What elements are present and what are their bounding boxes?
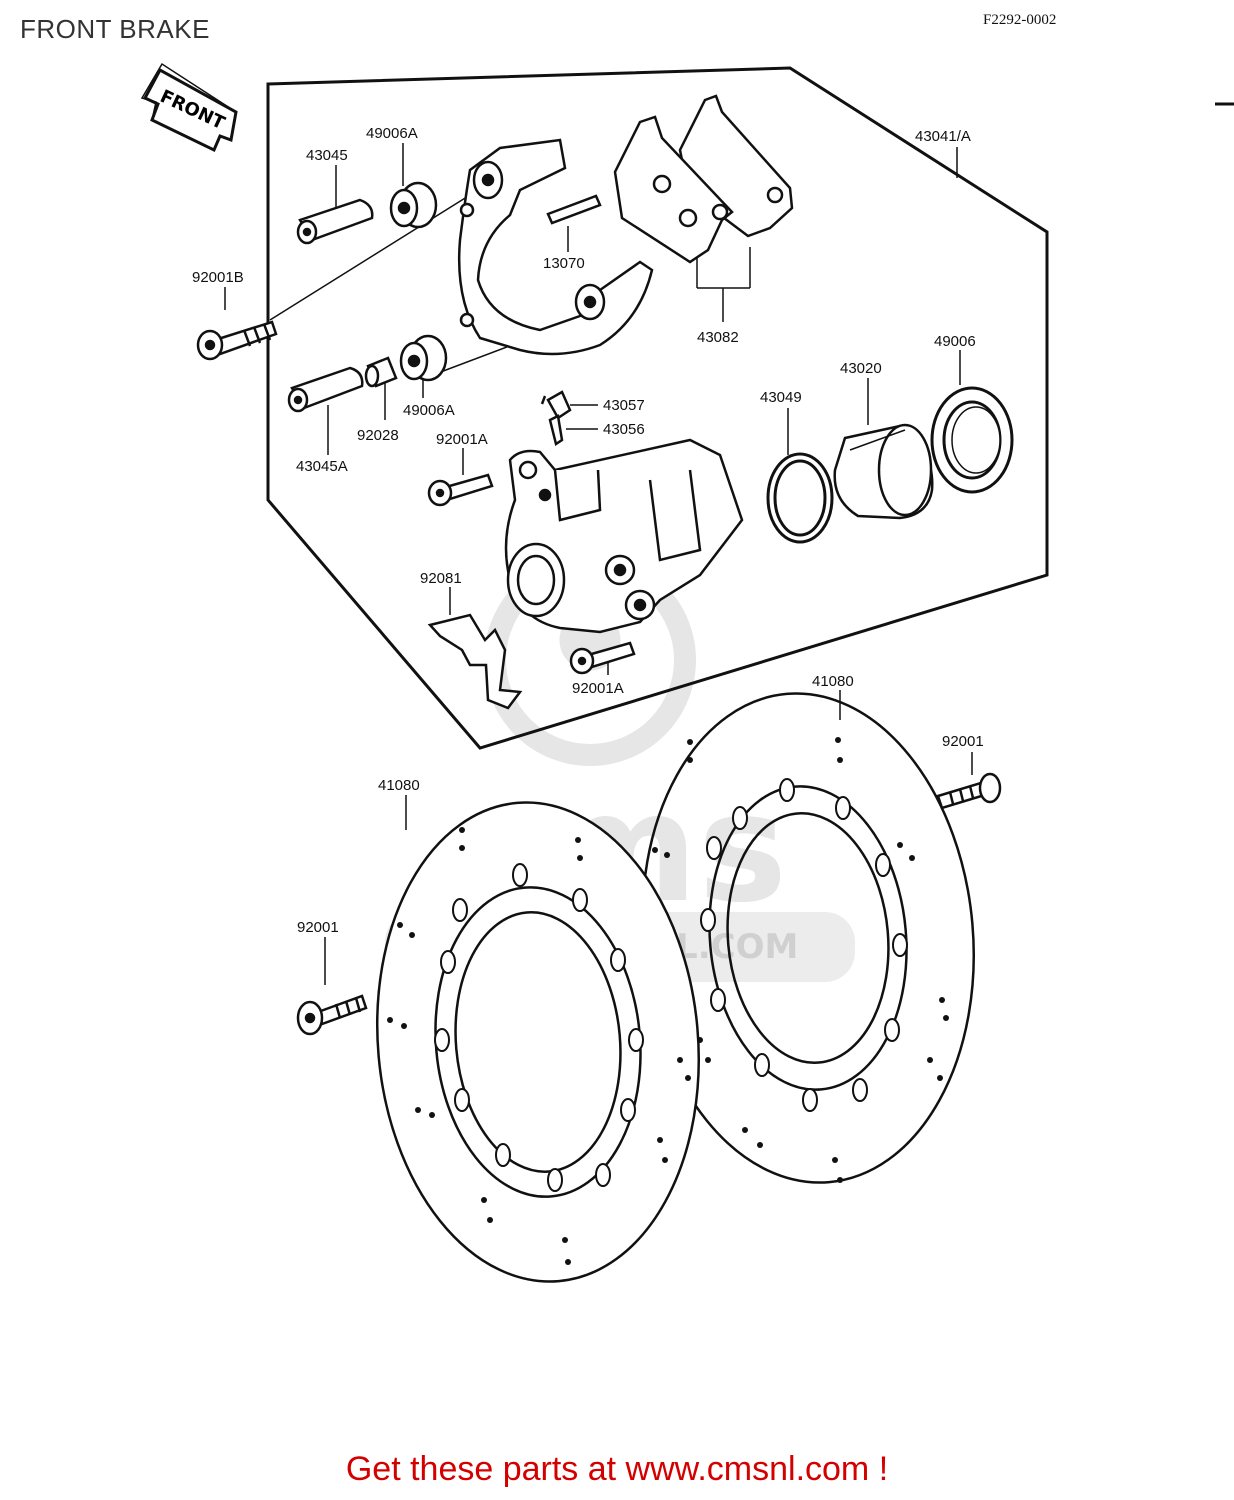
boot-49006a-lower bbox=[399, 334, 448, 382]
part-label-13070[interactable]: 13070 bbox=[543, 255, 585, 272]
part-label-43041a[interactable]: 43041/A bbox=[915, 128, 971, 145]
part-label-43057[interactable]: 43057 bbox=[603, 397, 645, 414]
part-label-92001a-upper[interactable]: 92001A bbox=[436, 431, 488, 448]
part-label-43045[interactable]: 43045 bbox=[306, 147, 348, 164]
pad-retainer-92081 bbox=[427, 613, 523, 710]
brake-pads-43082 bbox=[613, 94, 794, 264]
piston-43020 bbox=[833, 423, 934, 520]
disc-bolt-92001-right bbox=[936, 772, 1002, 810]
part-label-43082[interactable]: 43082 bbox=[697, 329, 739, 346]
disc-bolt-92001-left bbox=[296, 994, 368, 1036]
part-label-92028[interactable]: 92028 bbox=[357, 427, 399, 444]
brake-disc-41080-left bbox=[375, 801, 701, 1283]
part-label-43049[interactable]: 43049 bbox=[760, 389, 802, 406]
page-title: FRONT BRAKE bbox=[20, 14, 210, 44]
bleeder-valve-43057 bbox=[540, 390, 572, 420]
brake-disc-41080-right bbox=[640, 692, 976, 1184]
bolt-92001b bbox=[196, 320, 278, 361]
caliper-bracket bbox=[457, 138, 654, 356]
caliper-pin-43045 bbox=[296, 198, 374, 245]
part-labels: 43045 49006A 43041/A 13070 92001B 43082 … bbox=[192, 125, 984, 936]
part-label-43045a[interactable]: 43045A bbox=[296, 458, 348, 475]
part-label-49006a-lower[interactable]: 49006A bbox=[403, 402, 455, 419]
caliper-body bbox=[504, 438, 744, 634]
part-label-43020[interactable]: 43020 bbox=[840, 360, 882, 377]
sleeve-92028 bbox=[364, 356, 398, 388]
part-label-49006a-top[interactable]: 49006A bbox=[366, 125, 418, 142]
caliper-pin-43045a bbox=[287, 366, 364, 413]
footer-parts-link[interactable]: Get these parts at www.cmsnl.com ! bbox=[345, 1450, 889, 1488]
bolt-92001a-lower bbox=[569, 641, 636, 675]
part-label-43056[interactable]: 43056 bbox=[603, 421, 645, 438]
part-label-92001-left[interactable]: 92001 bbox=[297, 919, 339, 936]
part-label-92081[interactable]: 92081 bbox=[420, 570, 462, 587]
pad-spring-13070 bbox=[546, 194, 602, 225]
caliper-group-outline bbox=[266, 66, 1049, 750]
part-label-49006[interactable]: 49006 bbox=[934, 333, 976, 350]
dust-seal-49006 bbox=[930, 386, 1014, 494]
bleeder-cap-43056 bbox=[548, 414, 564, 447]
part-label-41080-left[interactable]: 41080 bbox=[378, 777, 420, 794]
front-direction-arrow: FRONT bbox=[140, 62, 238, 153]
diagram-code: F2292-0002 bbox=[983, 12, 1057, 28]
part-label-41080-right[interactable]: 41080 bbox=[812, 673, 854, 690]
part-label-92001a-lower[interactable]: 92001A bbox=[572, 680, 624, 697]
bolt-92001a-upper bbox=[427, 473, 494, 507]
part-label-92001-right[interactable]: 92001 bbox=[942, 733, 984, 750]
part-label-92001b[interactable]: 92001B bbox=[192, 269, 244, 286]
boot-49006a-top bbox=[389, 181, 438, 229]
piston-seal-43049 bbox=[766, 452, 834, 544]
